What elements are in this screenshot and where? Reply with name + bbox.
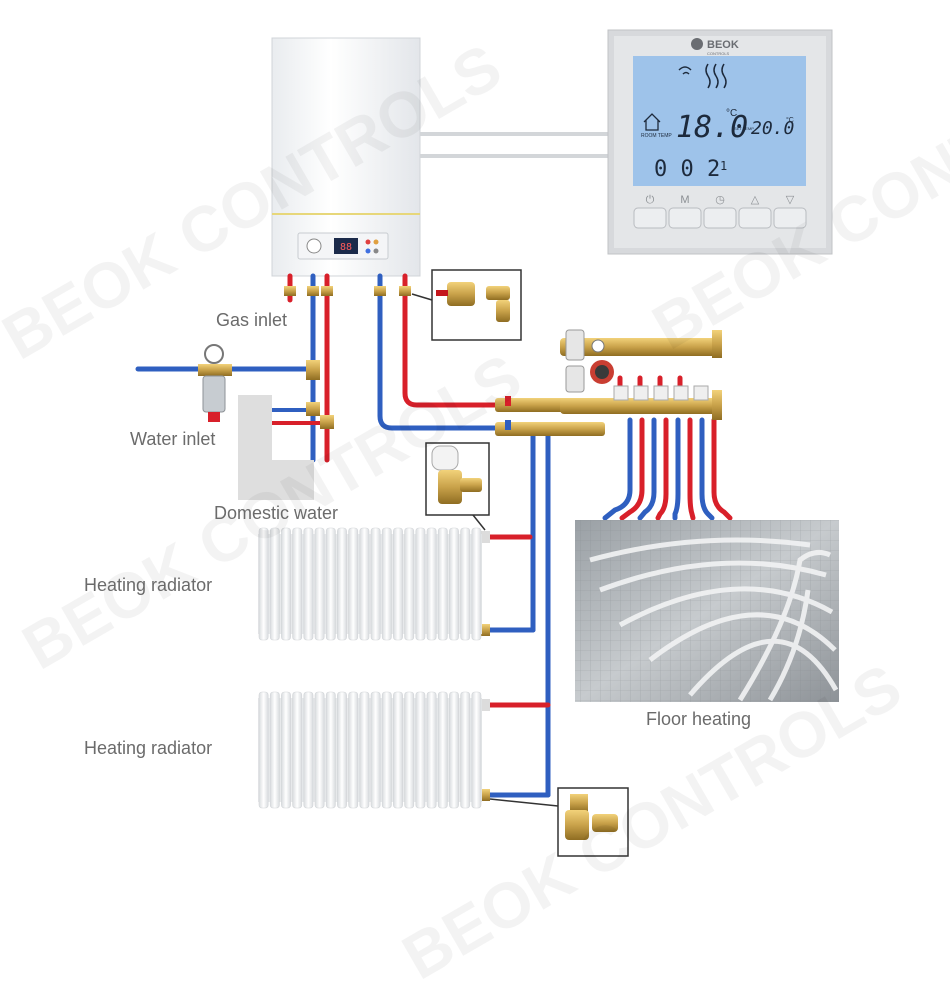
- heating-radiator-1: [258, 527, 482, 641]
- water-inlet-label: Water inlet: [130, 429, 216, 449]
- floor-heating-coils: [589, 537, 839, 702]
- radiator-column: [449, 527, 459, 641]
- radiator-valve-callout: [425, 442, 490, 531]
- radiator-column: [325, 527, 336, 641]
- manifold-return-bar: [560, 398, 720, 414]
- elbow-fitting-icon: [486, 286, 510, 300]
- radiator-column: [415, 527, 426, 641]
- wifi-icon: [678, 66, 692, 75]
- radiator-column: [269, 691, 280, 809]
- set-temp-label: SET TEMP: [734, 126, 754, 131]
- radiator-column: [370, 527, 381, 641]
- clock-display: 0 0 2: [654, 157, 720, 182]
- down-arrow-icon: ▽: [786, 194, 795, 206]
- radiator-column: [404, 691, 415, 809]
- set-temp-value: 20.0: [751, 118, 794, 139]
- heating-flow-pipe: [402, 273, 603, 408]
- floor-heating-panel: [575, 520, 839, 702]
- radiator-column: [370, 691, 381, 809]
- thermostat-wires: [420, 132, 610, 158]
- thermostat-lcd: [633, 56, 806, 186]
- room-temp-unit: °C: [726, 108, 737, 119]
- clock-icon: ◷: [715, 194, 725, 206]
- radiator-column: [303, 527, 314, 641]
- radiator-column: [359, 527, 370, 641]
- radiator-column: [471, 691, 482, 809]
- radiator-column: [437, 691, 448, 809]
- room-temp-label: ROOM TEMP: [641, 133, 672, 139]
- boiler-display-text: 88: [340, 242, 352, 253]
- radiator-column: [460, 691, 471, 809]
- radiator-column: [281, 527, 291, 641]
- heating-radiator-2-label: Heating radiator: [84, 738, 213, 758]
- radiator-column: [314, 691, 325, 809]
- thermostatic-head-icon: [431, 445, 459, 471]
- thermostat: BEOK CONTROLS ROOM TEMP 18.0 °C SET TEMP…: [607, 29, 833, 255]
- beok-logo-icon: [691, 38, 703, 50]
- valve-icon: [447, 282, 475, 306]
- manifold-actuators: [613, 385, 709, 401]
- radiator-column: [348, 527, 359, 641]
- radiator-column: [314, 527, 325, 641]
- diagram-canvas: 88 BEOK CONTROLS ROOM TEMP 18.0 °C SET T…: [135, 29, 839, 857]
- radiator-column: [381, 527, 392, 641]
- clock-button[interactable]: ◷: [703, 194, 737, 229]
- floor-heating-label: Floor heating: [646, 709, 752, 729]
- manifold: [495, 329, 722, 436]
- set-temp-unit: °C: [786, 116, 794, 124]
- radiator-column: [303, 691, 314, 809]
- gas-inlet-label: Gas inlet: [216, 310, 288, 330]
- down-button[interactable]: ▽: [773, 194, 807, 229]
- radiator-column: [337, 691, 347, 809]
- up-button[interactable]: △: [738, 194, 772, 229]
- pressure-gauge-icon: [204, 344, 224, 364]
- heating-radiator-2: [258, 691, 482, 809]
- heating-radiator-1-label: Heating radiator: [84, 575, 213, 595]
- radiator-column: [437, 527, 448, 641]
- radiator-column: [359, 691, 370, 809]
- fittings: [284, 286, 555, 801]
- thermostat-brand: BEOK: [707, 39, 739, 51]
- radiator-column: [381, 691, 392, 809]
- radiator-column: [415, 691, 426, 809]
- radiator-column: [393, 691, 403, 809]
- radiator-column: [426, 527, 437, 641]
- lockshield-valve-icon: [570, 794, 588, 812]
- heating-icon: [705, 63, 727, 89]
- mode-button[interactable]: M: [668, 194, 702, 229]
- radiator-column: [449, 691, 459, 809]
- up-arrow-icon: △: [751, 194, 760, 206]
- domestic-water-block-base: [238, 460, 314, 500]
- radiator-column: [426, 691, 437, 809]
- radiator-column: [292, 527, 303, 641]
- thermostat-brand-sub: CONTROLS: [707, 51, 730, 56]
- boiler-display: [334, 238, 358, 254]
- radiator-column: [393, 527, 403, 641]
- program-number: 1: [720, 159, 727, 173]
- heating-system-diagram: 88 BEOK CONTROLS ROOM TEMP 18.0 °C SET T…: [0, 20, 950, 993]
- power-button[interactable]: ⏻: [633, 194, 667, 229]
- heating-return-pipe: [377, 273, 603, 431]
- room-temp-value: 18.0: [676, 110, 748, 145]
- home-icon: [643, 113, 661, 131]
- radiator-column: [404, 527, 415, 641]
- water-filter: [198, 344, 232, 422]
- radiator-column: [258, 691, 269, 809]
- radiator-column: [460, 527, 471, 641]
- radiator-column: [258, 527, 269, 641]
- power-icon: ⏻: [646, 194, 655, 206]
- mode-icon: M: [680, 194, 689, 206]
- boiler: 88: [271, 37, 421, 277]
- radiator-column: [281, 691, 291, 809]
- radiator-column: [337, 527, 347, 641]
- radiator-column: [292, 691, 303, 809]
- radiator-column: [348, 691, 359, 809]
- radiator-column: [471, 527, 482, 641]
- valve-callout-top: [411, 269, 522, 341]
- lockshield-callout: [489, 787, 629, 857]
- domestic-water-label: Domestic water: [214, 503, 339, 523]
- radiator-column: [325, 691, 336, 809]
- radiator-column: [269, 527, 280, 641]
